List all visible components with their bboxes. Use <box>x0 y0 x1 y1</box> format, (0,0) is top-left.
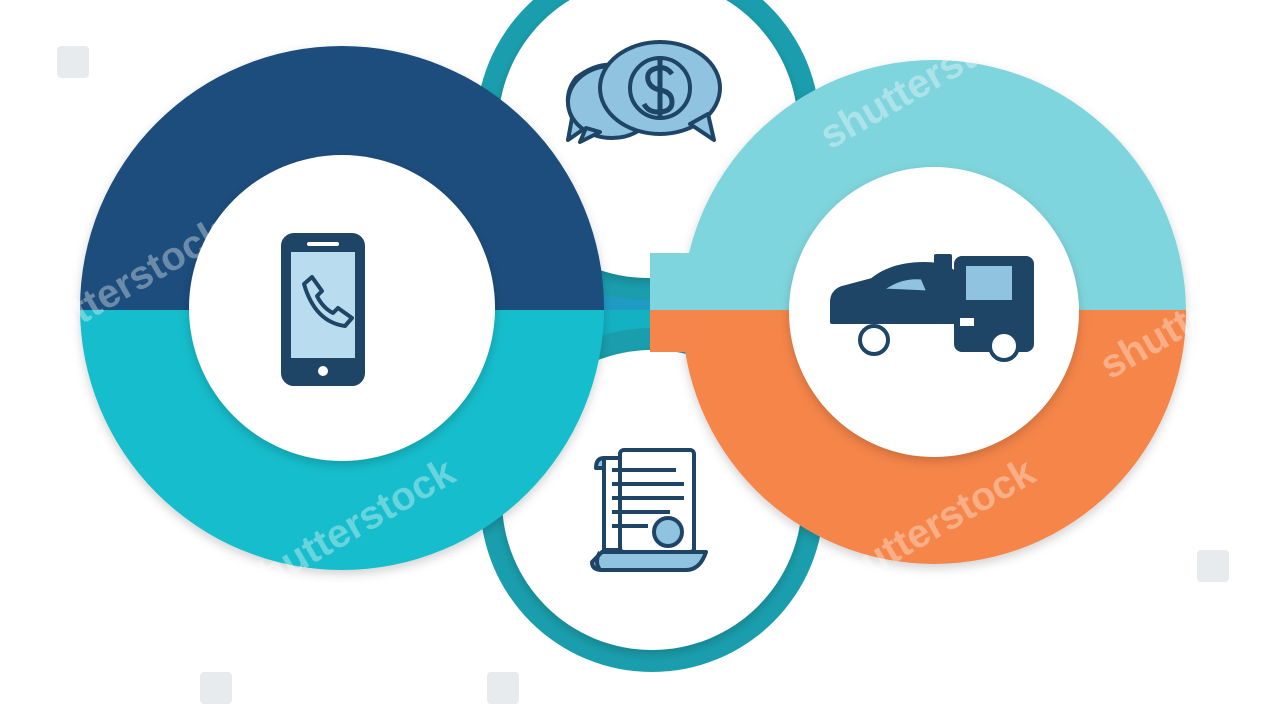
money-chat-icon <box>565 40 722 144</box>
watermark-mark <box>200 672 232 704</box>
watermark-mark <box>57 46 89 78</box>
smartphone-call-icon <box>281 233 365 386</box>
watermark-mark <box>1197 550 1229 582</box>
tow-truck-icon <box>830 254 1034 362</box>
truck-ring <box>650 60 1186 564</box>
watermark-mark <box>487 672 519 704</box>
certificate-document-icon <box>590 448 708 572</box>
